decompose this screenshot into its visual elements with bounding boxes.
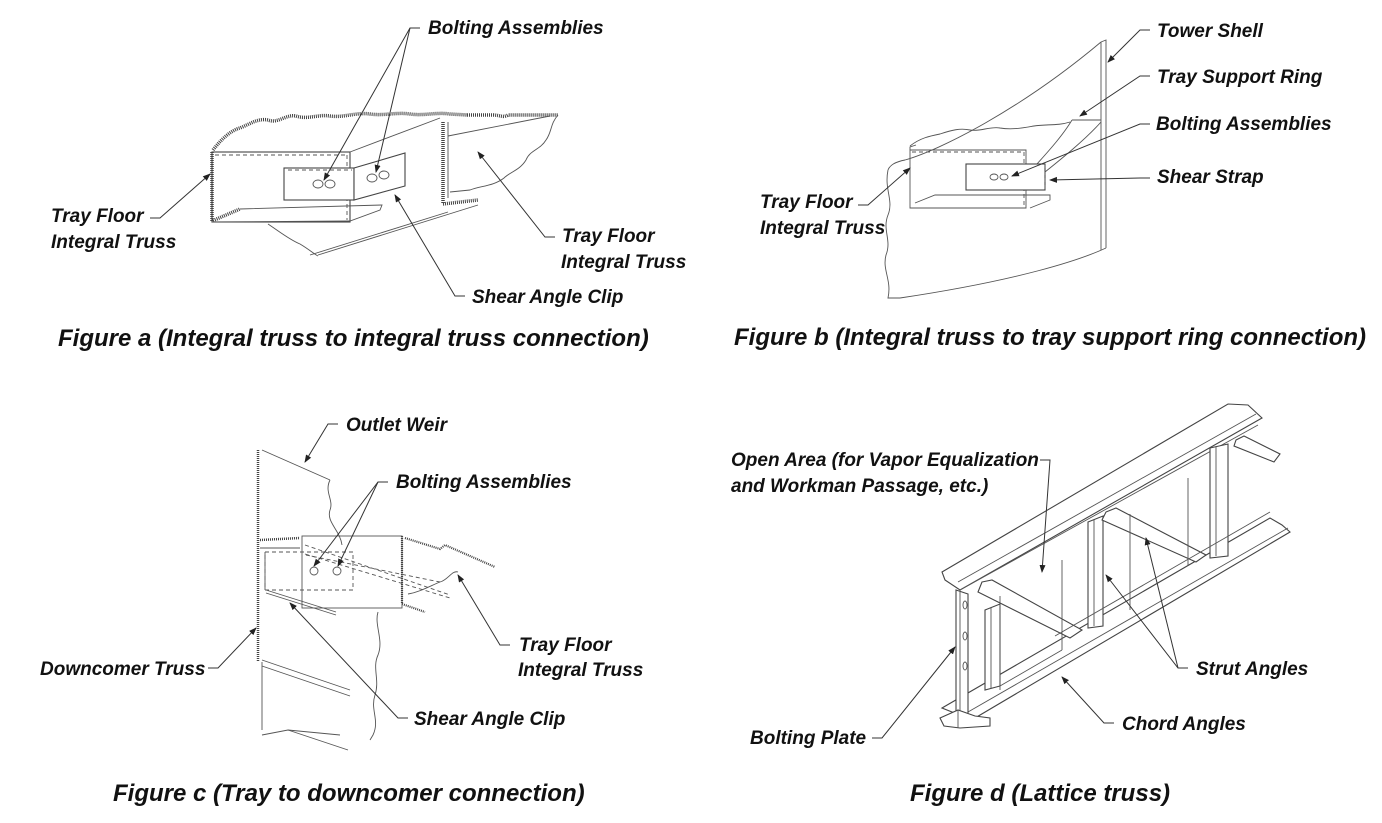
leader-bolting-b [1011, 123, 1150, 177]
leader-bolting-a2 [374, 27, 411, 173]
label-integral-truss: Integral Truss [518, 660, 643, 681]
figure-a-drawing [210, 111, 559, 257]
label-bolting-assemblies: Bolting Assemblies [396, 472, 572, 493]
figure-d-caption: Figure d (Lattice truss) [910, 780, 1170, 807]
label-shear-strap: Shear Strap [1157, 167, 1264, 188]
figure-c: Outlet Weir Bolting Assemblies Downcomer… [40, 415, 643, 807]
leader-right-truss-a [477, 151, 555, 238]
label-bolting-plate: Bolting Plate [750, 728, 867, 749]
label-shear-angle-clip: Shear Angle Clip [472, 287, 623, 308]
label-tray-floor: Tray Floor [51, 206, 145, 227]
leader-shear-strap [1049, 176, 1150, 183]
figure-c-caption: Figure c (Tray to downcomer connection) [113, 780, 585, 807]
label-integral-truss: Integral Truss [51, 232, 176, 253]
label-downcomer-truss: Downcomer Truss [40, 659, 205, 680]
leader-shear-clip-c [289, 602, 408, 719]
leader-truss-c [457, 574, 510, 646]
figure-d-drawing [939, 403, 1291, 729]
label-tray-floor: Tray Floor [760, 192, 854, 213]
bolt-icon [309, 566, 342, 576]
figure-a-caption: Figure a (Integral truss to integral tru… [58, 325, 649, 352]
leader-bolting-a1 [323, 27, 420, 181]
leader-bolting-c1 [313, 481, 388, 567]
label-outlet-weir: Outlet Weir [346, 415, 449, 436]
leader-chord [1061, 676, 1114, 724]
label-bolting-assemblies: Bolting Assemblies [428, 18, 604, 39]
leader-bolting-plate [872, 646, 956, 739]
figure-b-caption: Figure b (Integral truss to tray support… [734, 324, 1366, 351]
figure-b: Tower Shell Tray Support Ring Bolting As… [734, 21, 1366, 351]
leader-support-ring [1079, 75, 1150, 117]
leader-left-truss-a [150, 173, 211, 219]
leader-truss-b [858, 167, 911, 206]
figure-d: Open Area (for Vapor Equalization and Wo… [731, 403, 1308, 807]
leader-outlet-weir [304, 423, 338, 463]
label-tray-floor: Tray Floor [562, 226, 656, 247]
leader-open-area [1039, 459, 1051, 573]
label-tray-floor: Tray Floor [519, 635, 613, 656]
label-tray-support-ring: Tray Support Ring [1157, 67, 1323, 88]
leader-tower-shell [1107, 29, 1150, 63]
label-chord-angles: Chord Angles [1122, 714, 1246, 735]
bolt-icon [312, 170, 390, 189]
leader-strut-2 [1144, 537, 1179, 669]
figure-b-drawing [884, 39, 1107, 299]
figure-c-drawing [256, 449, 496, 751]
label-integral-truss: Integral Truss [760, 218, 885, 239]
label-tower-shell: Tower Shell [1157, 21, 1264, 42]
bolt-icon [989, 173, 1009, 181]
figure-a: Bolting Assemblies Tray Floor Integral T… [51, 18, 686, 352]
label-bolting-assemblies: Bolting Assemblies [1156, 114, 1332, 135]
leader-downcomer [208, 627, 257, 669]
label-open-area-cont: and Workman Passage, etc.) [731, 476, 988, 497]
leader-bolting-c2 [337, 481, 379, 567]
label-integral-truss: Integral Truss [561, 252, 686, 273]
label-strut-angles: Strut Angles [1196, 659, 1308, 680]
label-shear-angle-clip: Shear Angle Clip [414, 709, 565, 730]
label-open-area: Open Area (for Vapor Equalization [731, 450, 1039, 471]
leader-shear-clip-a [394, 194, 465, 297]
